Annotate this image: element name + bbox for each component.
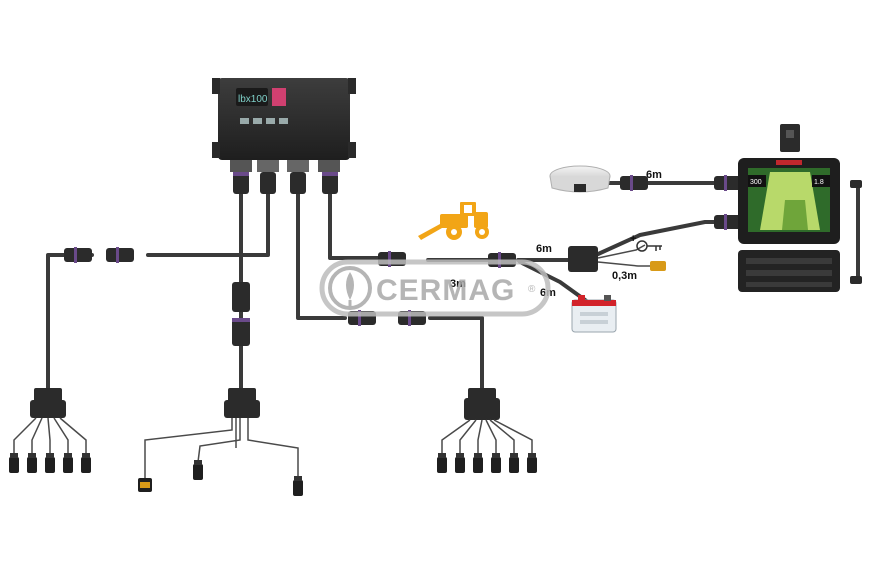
ecu-model-label: lbx100 [238,94,268,105]
cermag-watermark: CERMAG ® [319,259,551,317]
svg-text:+: + [630,233,636,245]
watermark-text: CERMAG [376,274,515,307]
inline-connectors [64,175,742,346]
splitter-right [437,388,537,473]
monitor-icon: 300 1.8 [738,124,862,292]
monitor-readout-left: 300 [750,179,762,186]
tractor-icon [418,202,489,240]
key-icon: + [630,233,662,252]
cable-length-labels: 6m 6m 3m 6m 0,3m [450,169,662,299]
monitor-readout-right: 1.8 [814,179,824,186]
ecu-output-plugs [233,172,338,194]
gps-cable-length: 6m [646,169,662,181]
key-cable-length: 0,3m [612,270,637,282]
ecu-cable-length: 3m [450,278,466,290]
monitor-cable-length: 6m [536,243,552,255]
battery-icon [571,295,617,333]
watermark-registered: ® [528,284,536,295]
splitter-left [9,388,91,473]
ecu-box-icon: lbx100 [212,78,356,172]
splitter-center [138,388,303,496]
gps-antenna-icon [549,165,611,193]
